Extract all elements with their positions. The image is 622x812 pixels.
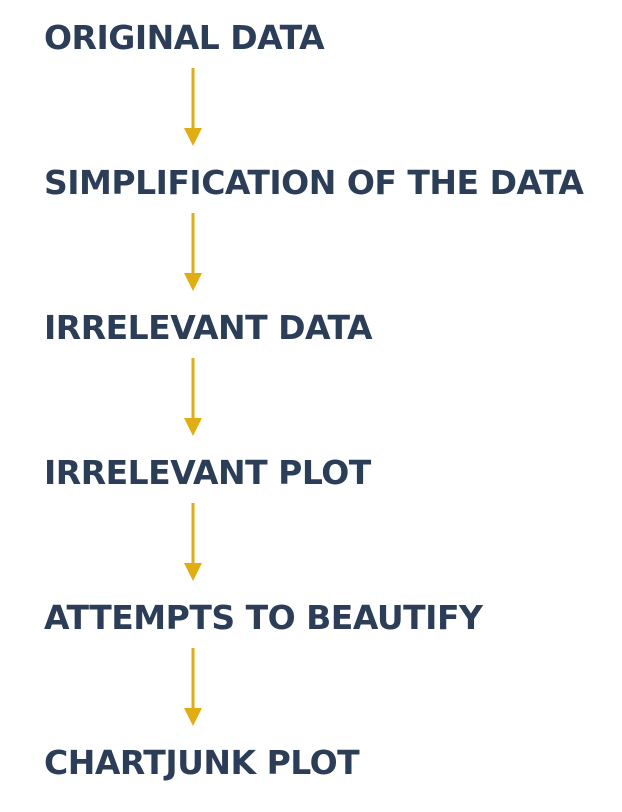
- arrow-down-icon: [183, 213, 203, 291]
- step-irrelevant-data: IRRELEVANT DATA: [44, 308, 373, 347]
- arrow-down-icon: [183, 503, 203, 581]
- step-chartjunk-plot: CHARTJUNK PLOT: [44, 743, 360, 782]
- step-irrelevant-plot: IRRELEVANT PLOT: [44, 453, 371, 492]
- step-simplification-of-the-data: SIMPLIFICATION OF THE DATA: [44, 163, 584, 202]
- arrow-down-icon: [183, 68, 203, 146]
- step-original-data: ORIGINAL DATA: [44, 18, 325, 57]
- step-attempts-to-beautify: ATTEMPTS TO BEAUTIFY: [44, 598, 483, 637]
- arrow-down-icon: [183, 358, 203, 436]
- arrow-down-icon: [183, 648, 203, 726]
